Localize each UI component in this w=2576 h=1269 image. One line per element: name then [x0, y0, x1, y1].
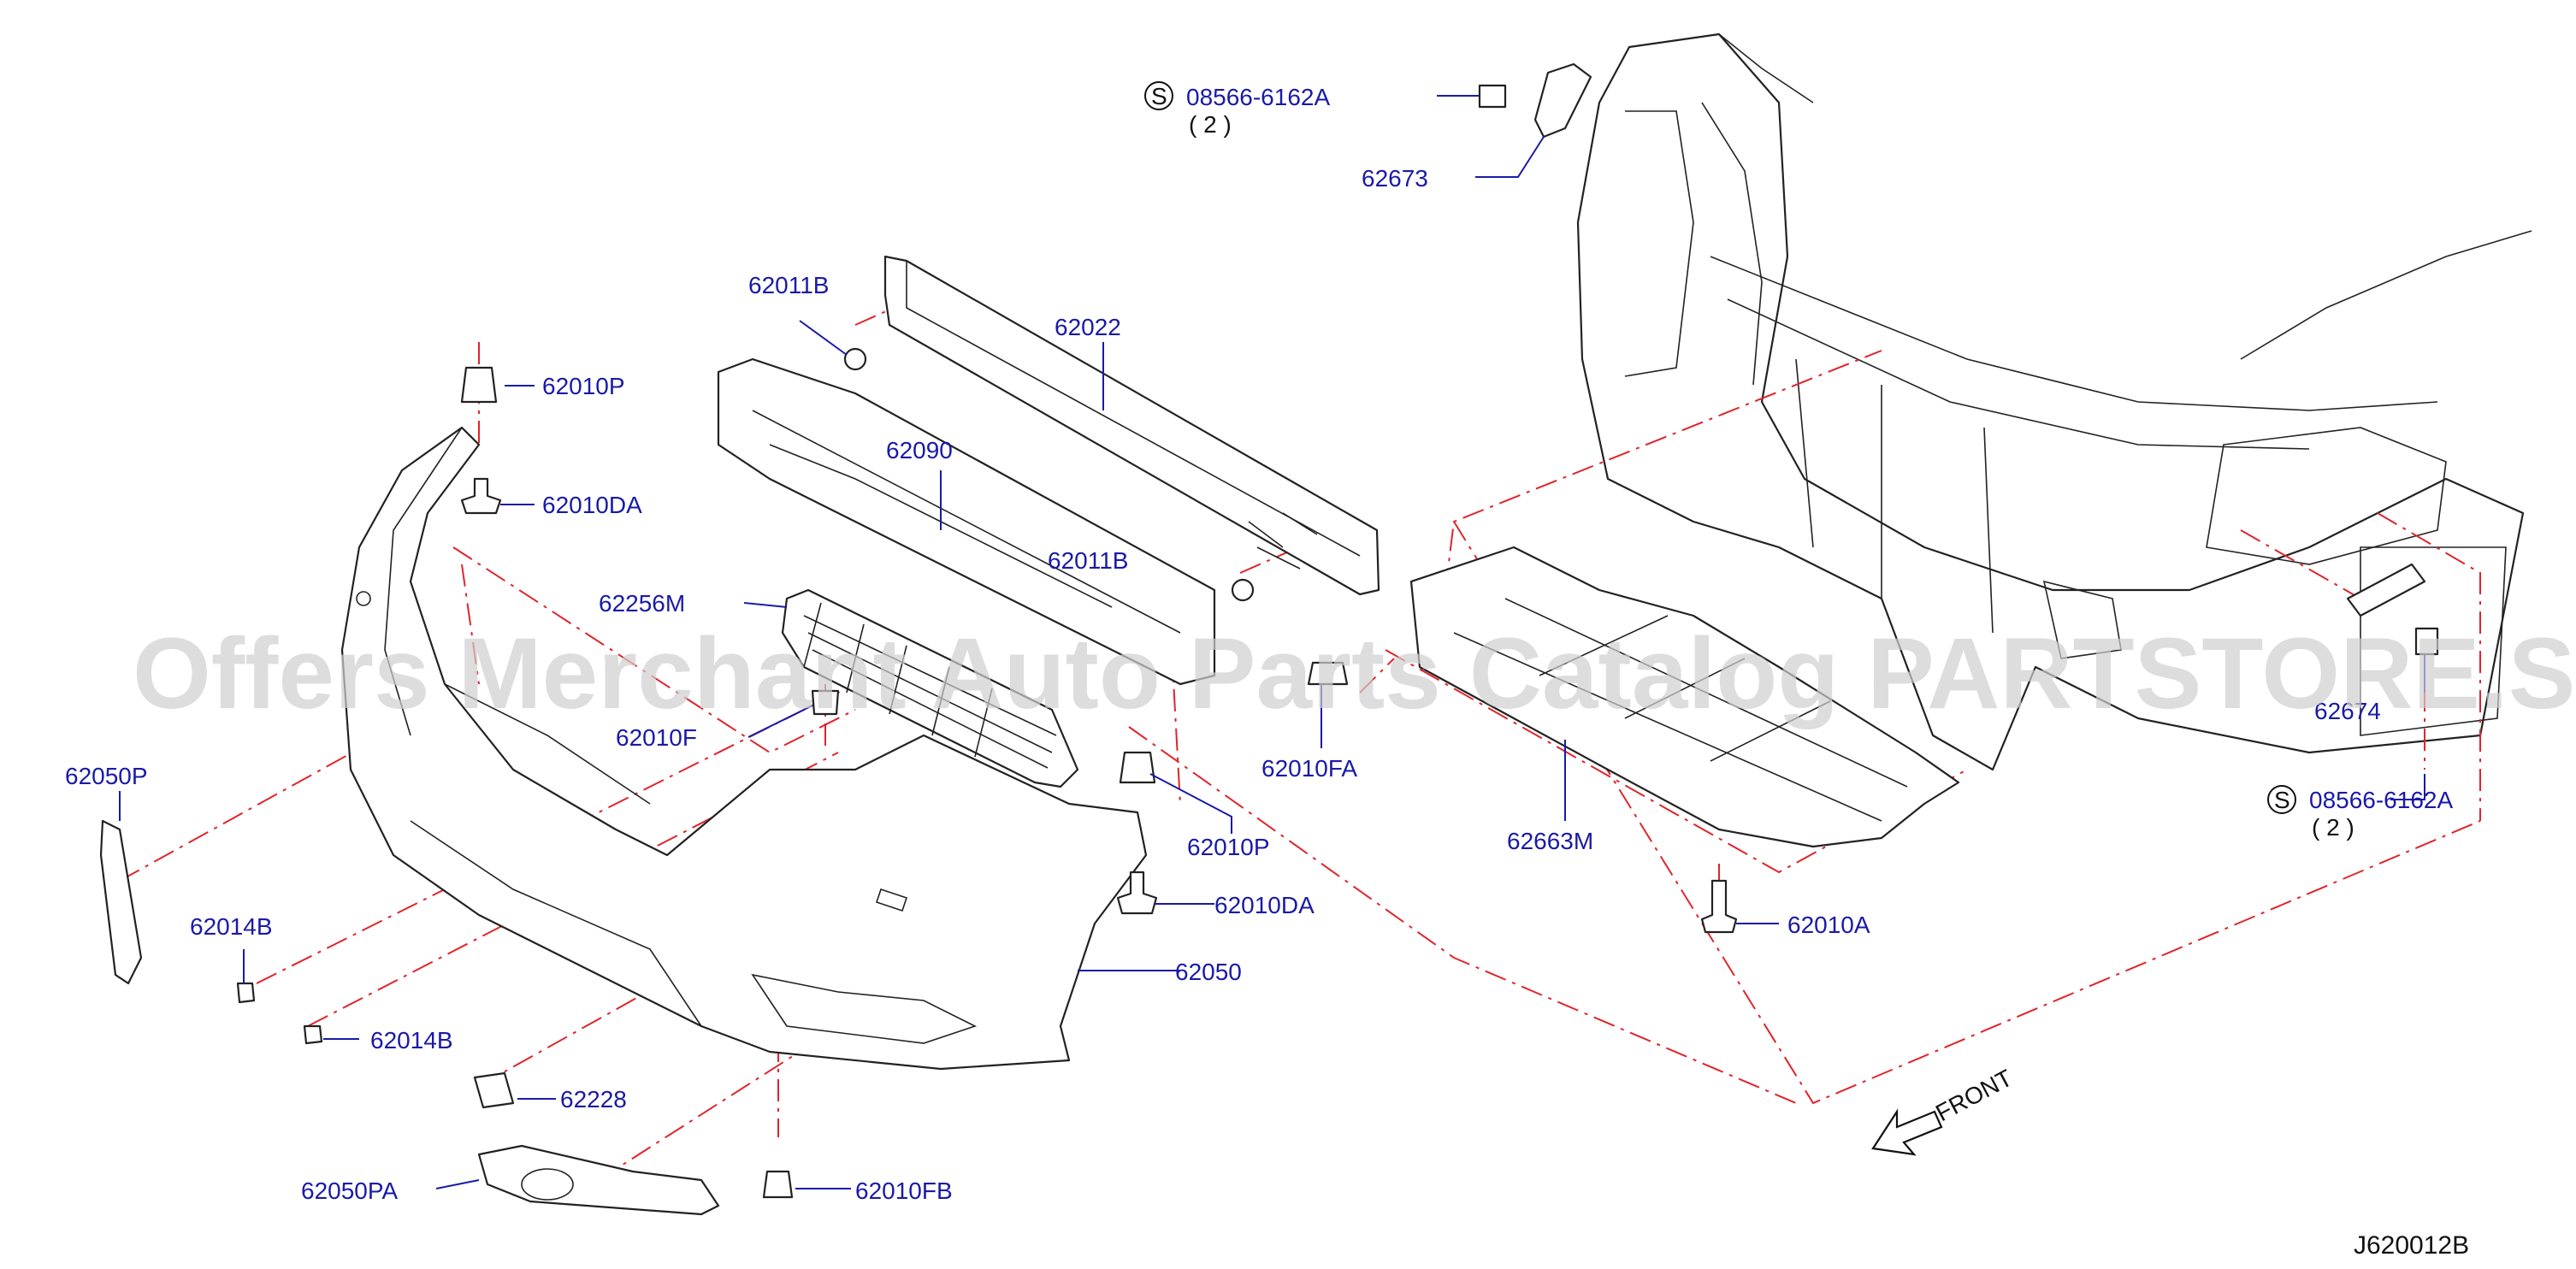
part-62011B-nut-lower	[1231, 578, 1255, 602]
label-62014B-lower: 62014B	[370, 1027, 453, 1054]
label-62010F: 62010F	[616, 724, 697, 751]
part-62010FA-clip	[1307, 661, 1349, 686]
screw-08566-6162A-lower	[2414, 627, 2439, 656]
part-62050PA-fog-cover	[477, 1144, 720, 1216]
part-62022-reinforcement	[883, 255, 1380, 596]
label-62010P-upper: 62010P	[542, 373, 625, 399]
part-62050P-side-bracket	[99, 819, 143, 985]
part-62256M-grille	[781, 588, 1079, 788]
front-direction-indicator: FRONT	[1871, 1065, 2017, 1156]
part-labels: S 08566-6162A ( 2 ) 62673 62011B 62022 6…	[65, 81, 2453, 1204]
label-62010FB: 62010FB	[855, 1178, 953, 1204]
diagram-code: J620012B	[2354, 1231, 2469, 1260]
screw-08566-6162A-upper	[1478, 84, 1507, 109]
label-62663M: 62663M	[1507, 828, 1593, 854]
label-62050PA: 62050PA	[301, 1178, 398, 1204]
screw-symbol-lower-text: S	[2274, 787, 2290, 813]
front-label: FRONT	[1931, 1065, 2017, 1127]
label-62010FA: 62010FA	[1261, 755, 1357, 782]
label-62050: 62050	[1175, 959, 1242, 985]
part-62050-bumper-fascia	[340, 426, 1148, 1071]
part-62014B-clip-2	[303, 1024, 323, 1045]
part-62228-tow-hook-cover	[473, 1071, 515, 1109]
part-62663M-undercover	[1409, 546, 1960, 848]
part-62010DA-screw-upper	[460, 477, 502, 515]
label-62010A: 62010A	[1787, 912, 1870, 938]
label-62011B-upper: 62011B	[748, 272, 829, 298]
front-arrow-icon	[1871, 1108, 1943, 1156]
label-62010P-lower: 62010P	[1187, 834, 1270, 860]
screw-symbol-upper-text: S	[1151, 83, 1167, 109]
part-62010F-clip	[811, 689, 840, 716]
part-62011B-nut-upper	[843, 347, 867, 371]
label-62010DA-upper: 62010DA	[542, 492, 642, 518]
part-62010P-retainer-lower	[1119, 751, 1156, 784]
label-62090: 62090	[886, 437, 953, 463]
label-62674: 62674	[2314, 698, 2381, 724]
screw-symbol-lower	[2267, 785, 2296, 814]
screw-symbol-upper	[1144, 81, 1173, 110]
label-62228: 62228	[560, 1086, 627, 1113]
part-62010P-retainer-upper	[460, 366, 498, 404]
part-62010FB-clip	[762, 1170, 794, 1199]
label-08566-6162A-upper: 08566-6162A	[1186, 84, 1330, 110]
part-62010DA-screw-lower	[1116, 871, 1158, 915]
part-62014B-clip-1	[236, 982, 256, 1004]
part-62673-bracket-left	[1533, 62, 1592, 139]
label-08566-6162A-lower: 08566-6162A	[2309, 787, 2453, 813]
label-qty-upper: ( 2 )	[1189, 111, 1232, 138]
watermark-text: Offers Merchant Auto Parts Catalog PARTS…	[133, 617, 2576, 730]
label-62673: 62673	[1362, 165, 1428, 192]
part-62010A-bolt	[1700, 879, 1738, 934]
label-62050P: 62050P	[65, 763, 148, 789]
label-qty-lower: ( 2 )	[2312, 814, 2354, 841]
label-62010DA-lower: 62010DA	[1214, 892, 1315, 918]
leader-lines	[119, 95, 2425, 1189]
label-62011B-lower: 62011B	[1048, 547, 1128, 574]
label-62022: 62022	[1055, 314, 1121, 340]
vehicle-body-structure	[1576, 32, 2532, 771]
part-62674-bracket-right	[2346, 563, 2426, 617]
label-62256M: 62256M	[599, 590, 685, 617]
label-62014B-upper: 62014B	[190, 913, 273, 940]
